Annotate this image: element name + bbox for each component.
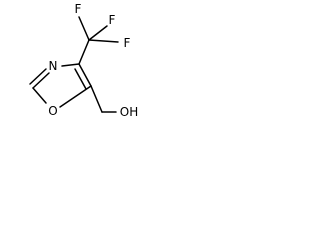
bond-c4-n3: [61, 63, 80, 67]
atom-label-f2: F: [109, 13, 116, 27]
molecule-structure: F F F N O OH: [29, 2, 138, 119]
bond-c4-cf3: [78, 39, 90, 65]
atom-label-f3: F: [124, 36, 131, 50]
atom-label-f1: F: [75, 2, 82, 16]
bond-cf3-f3: [88, 39, 119, 43]
bond-n3-c2: [32, 72, 50, 89]
bond-c4-c5-double: [74, 68, 87, 90]
atom-label-o-ring: O: [48, 104, 57, 118]
bond-o1-c5: [59, 85, 92, 108]
bond-c4-c5: [78, 63, 92, 87]
atom-label-n: N: [49, 59, 58, 73]
bond-cf3-f1: [78, 16, 90, 41]
bond-n3-c2-double: [29, 68, 47, 85]
bond-c5-ch2: [90, 85, 103, 113]
bond-cf3-f2: [88, 25, 108, 41]
atom-label-oh: OH: [120, 105, 138, 119]
bond-c2-o1: [32, 87, 47, 104]
